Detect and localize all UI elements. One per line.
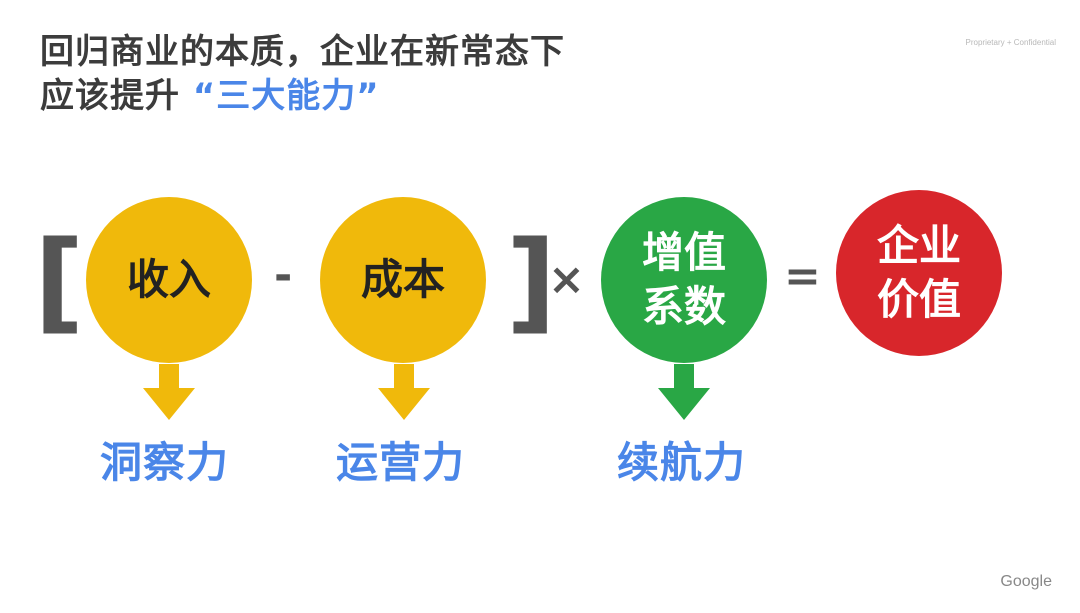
google-logo: Google bbox=[1000, 573, 1052, 590]
enterprise-value-line2: 价值 bbox=[876, 275, 961, 324]
revenue-circle: 收入 bbox=[86, 197, 252, 363]
value-coefficient-line2: 系数 bbox=[641, 282, 726, 331]
enterprise-value-line1: 企业 bbox=[876, 221, 961, 270]
title-line-2: 应该提升 “三大能力” bbox=[40, 74, 565, 118]
slide-title: 回归商业的本质，企业在新常态下 应该提升 “三大能力” bbox=[40, 30, 565, 118]
title-highlight: “三大能力” bbox=[192, 76, 380, 116]
arrow-down-icon bbox=[143, 364, 195, 420]
insight-ability-label: 洞察力 bbox=[100, 438, 230, 487]
arrow-down-icon bbox=[378, 364, 430, 420]
enterprise-value-text: 企业 价值 bbox=[877, 219, 961, 327]
times-operator: × bbox=[548, 254, 585, 305]
value-coefficient-circle: 增值 系数 bbox=[601, 197, 767, 363]
value-coefficient-line1: 增值 bbox=[641, 228, 726, 277]
minus-operator: - bbox=[274, 250, 293, 301]
open-bracket: [ bbox=[34, 217, 85, 345]
enterprise-value-circle: 企业 价值 bbox=[836, 190, 1002, 356]
confidential-watermark: Proprietary + Confidential bbox=[965, 38, 1057, 47]
title-line-1: 回归商业的本质，企业在新常态下 bbox=[40, 32, 565, 72]
close-bracket: ] bbox=[506, 217, 557, 345]
arrow-down-icon bbox=[658, 364, 710, 420]
operation-ability-label: 运营力 bbox=[336, 438, 466, 487]
value-coefficient-text: 增值 系数 bbox=[642, 226, 726, 334]
cost-circle: 成本 bbox=[320, 197, 486, 363]
equals-operator: = bbox=[784, 251, 821, 302]
revenue-label: 收入 bbox=[126, 255, 211, 304]
cost-label: 成本 bbox=[360, 255, 445, 304]
endurance-ability-label: 续航力 bbox=[617, 438, 747, 487]
title-line-2-prefix: 应该提升 bbox=[40, 76, 193, 116]
